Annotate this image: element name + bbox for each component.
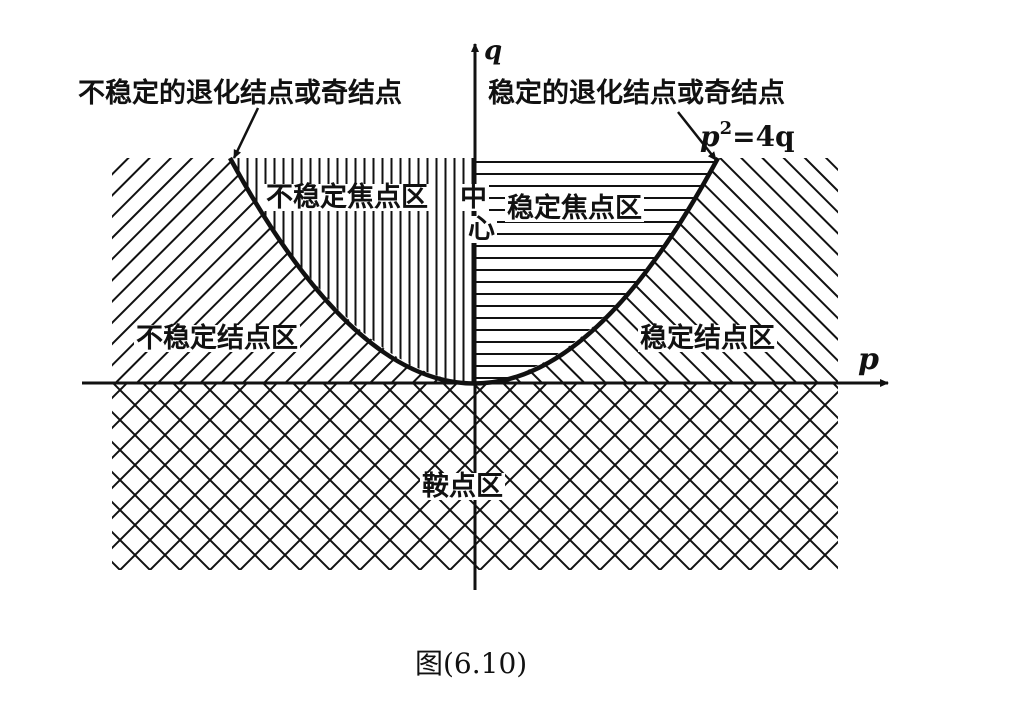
q-axis-label: q bbox=[484, 36, 503, 66]
saddle-label: 鞍点区 bbox=[420, 471, 505, 502]
unstable-node-label: 不稳定结点区 bbox=[134, 323, 300, 354]
parabola-curve bbox=[228, 156, 720, 386]
center-label-top: 中 bbox=[458, 182, 489, 213]
parabola-equation-label: p2=4q bbox=[700, 118, 795, 153]
p-axis-label: p bbox=[858, 342, 879, 377]
unstable-focus-label: 不稳定焦点区 bbox=[264, 182, 430, 213]
unstable-focus-region bbox=[230, 158, 475, 383]
stable-degenerate-annotation: 稳定的退化结点或奇结点 bbox=[488, 78, 785, 109]
figure-caption: 图(6.10) bbox=[415, 647, 528, 680]
stable-focus-label: 稳定焦点区 bbox=[505, 193, 644, 224]
unstable-degenerate-annotation: 不稳定的退化结点或奇结点 bbox=[78, 78, 402, 109]
center-label-bottom: 心 bbox=[466, 214, 497, 245]
stable-degenerate-pointer bbox=[677, 111, 717, 161]
stable-node-label: 稳定结点区 bbox=[638, 323, 777, 354]
unstable-degenerate-pointer bbox=[232, 107, 260, 159]
